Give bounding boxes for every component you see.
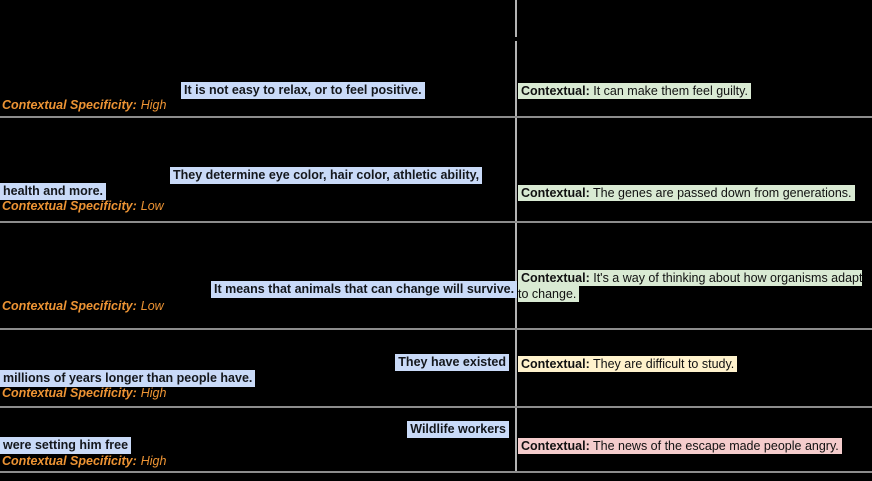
contextual-answer: Contextual: It's a way of thinking about… xyxy=(518,270,870,302)
specificity-label: Contextual Specificity:High xyxy=(2,454,166,469)
column-divider-header-notch xyxy=(515,37,517,41)
contextual-text: The news of the escape made people angry… xyxy=(593,439,839,453)
row-divider xyxy=(0,116,872,118)
contextual-answer-highlight: Contextual: The genes are passed down fr… xyxy=(518,185,855,201)
passage-highlight: It is not easy to relax, or to feel posi… xyxy=(181,82,425,99)
contextual-text: It's a way of thinking about how organis… xyxy=(518,271,863,301)
passage-highlight: They have existed xyxy=(395,354,509,371)
specificity-value: Low xyxy=(140,199,164,213)
specificity-label-title: Contextual Specificity: xyxy=(2,299,137,313)
contextual-answer: Contextual: They are difficult to study. xyxy=(518,356,870,372)
contextual-answer: Contextual: The genes are passed down fr… xyxy=(518,185,870,201)
specificity-value: High xyxy=(140,386,167,400)
specificity-label-title: Contextual Specificity: xyxy=(2,199,137,213)
contextual-answer-highlight: Contextual: They are difficult to study. xyxy=(518,356,738,372)
specificity-label: Contextual Specificity:High xyxy=(2,98,166,113)
contextual-answer-highlight: Contextual: It can make them feel guilty… xyxy=(518,83,751,99)
specificity-value: Low xyxy=(140,299,164,313)
contextual-answer: Contextual: The news of the escape made … xyxy=(518,438,870,454)
specificity-value: High xyxy=(140,98,167,112)
specificity-label: Contextual Specificity:Low xyxy=(2,299,164,314)
specificity-label-title: Contextual Specificity: xyxy=(2,386,137,400)
contextual-answer-highlight: Contextual: The news of the escape made … xyxy=(518,438,842,454)
contextual-text: They are difficult to study. xyxy=(593,357,735,371)
specificity-label-title: Contextual Specificity: xyxy=(2,454,137,468)
contextual-tag: Contextual: xyxy=(521,439,590,453)
passage-highlight: health and more. xyxy=(0,183,107,200)
contextual-answer-highlight: Contextual: It's a way of thinking about… xyxy=(518,270,863,302)
contextual-tag: Contextual: xyxy=(521,271,590,285)
table-bottom-border xyxy=(0,471,872,473)
passage-highlight: It means that animals that can change wi… xyxy=(211,281,518,298)
specificity-value: High xyxy=(140,454,167,468)
contextual-answer: Contextual: It can make them feel guilty… xyxy=(518,83,870,99)
specificity-label: Contextual Specificity:Low xyxy=(2,199,164,214)
contextual-text: It can make them feel guilty. xyxy=(593,84,748,98)
column-divider xyxy=(515,0,517,473)
contextual-text: The genes are passed down from generatio… xyxy=(593,186,852,200)
row-divider xyxy=(0,221,872,223)
contextual-tag: Contextual: xyxy=(521,84,590,98)
passage-highlight: millions of years longer than people hav… xyxy=(0,370,256,387)
row-divider xyxy=(0,406,872,408)
specificity-label-title: Contextual Specificity: xyxy=(2,98,137,112)
passage-highlight: were setting him free xyxy=(0,437,132,454)
specificity-label: Contextual Specificity:High xyxy=(2,386,166,401)
contextual-tag: Contextual: xyxy=(521,186,590,200)
passage-highlight: They determine eye color, hair color, at… xyxy=(170,167,483,184)
passage-highlight: Wildlife workers xyxy=(407,421,509,438)
row-divider xyxy=(0,328,872,330)
contextual-tag: Contextual: xyxy=(521,357,590,371)
